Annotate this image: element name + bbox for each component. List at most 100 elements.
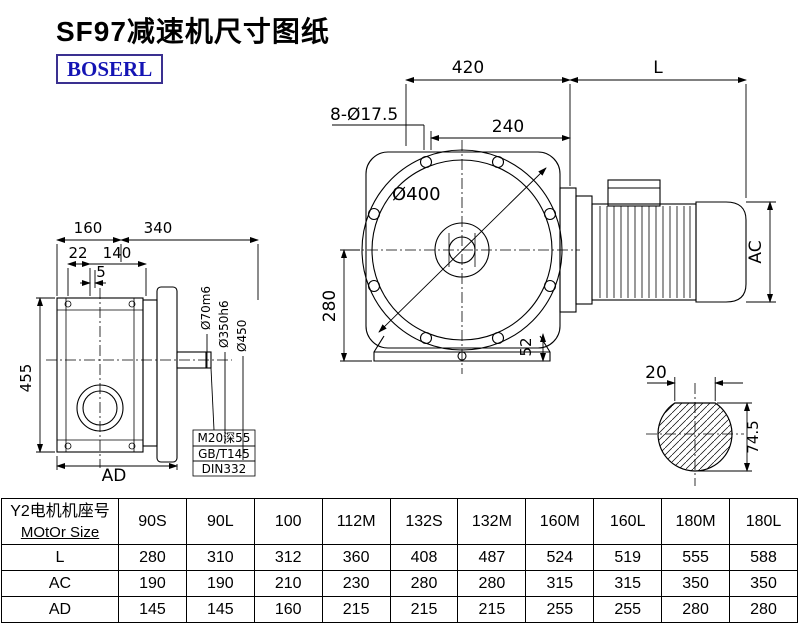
bolt-leader-lines: [332, 124, 432, 150]
table-cell: 160: [253, 596, 323, 623]
dim-L-label: L: [653, 58, 663, 78]
inspection-cover-inner: [82, 390, 118, 426]
table-cell: 312: [253, 544, 323, 571]
table-cell: 190: [118, 570, 187, 597]
dim-455-label: 455: [17, 364, 35, 393]
table-cell: 315: [525, 570, 595, 597]
dia-350-label: Ø350h6: [217, 300, 231, 348]
dim-5-lines: [80, 270, 106, 288]
fan-cover: [695, 201, 747, 303]
diameter-leader: [378, 167, 547, 333]
terminal-box: [607, 179, 661, 207]
hatched-shaft: [657, 402, 733, 472]
motor-fins: [599, 206, 691, 298]
column-header: 132M: [457, 498, 527, 545]
column-header: 112M: [321, 498, 391, 545]
table-cell: 280: [457, 570, 527, 597]
mounting-flange: [156, 286, 178, 463]
table-cell: 350: [661, 570, 731, 597]
table-cell: 280: [661, 596, 731, 623]
dim-20-label: 20: [645, 363, 667, 383]
table-row-AD: AD 145 145 160 215 215 215 255 255 280 2…: [1, 596, 798, 623]
motor-body: [591, 203, 697, 301]
table-cell: 588: [729, 544, 798, 571]
column-header: 90S: [118, 498, 187, 545]
dim-455-lines: [36, 297, 55, 453]
table-cell: 280: [389, 570, 459, 597]
inspection-cover-outer: [76, 384, 124, 432]
table-cell: 255: [593, 596, 663, 623]
dimension-drawing: 420 L 8-Ø17.5 240 Ø400 280 52 AC: [17, 58, 776, 486]
table-cell: 210: [253, 570, 323, 597]
header-cn: Y2电机机座号: [10, 502, 110, 520]
side-dimensions: 160 340 22 140 5 455 AD Ø70m6: [17, 219, 259, 486]
table-cell: 145: [118, 596, 187, 623]
dim-745-lines: [697, 402, 752, 472]
row-label: L: [1, 544, 119, 571]
table-cell: 280: [118, 544, 187, 571]
dim-420-label: 420: [452, 58, 484, 78]
table-header-row: Y2电机机座号 MOtOr Size 90S 90L 100 112M 132S…: [1, 498, 798, 545]
dim-280-label: 280: [320, 290, 340, 322]
dia-400-label: Ø400: [392, 184, 441, 205]
motor-size-header: Y2电机机座号 MOtOr Size: [1, 498, 119, 545]
dim-20-lines: [647, 377, 743, 401]
row-label: AC: [1, 570, 119, 597]
bolt-note-label: 8-Ø17.5: [330, 105, 398, 125]
header-en: MOtOr Size: [20, 523, 100, 541]
page-title: SF97减速机尺寸图纸: [56, 16, 330, 47]
table-cell: 487: [457, 544, 527, 571]
motor-size-table: Y2电机机座号 MOtOr Size 90S 90L 100 112M 132S…: [1, 498, 798, 623]
table-cell: 519: [593, 544, 663, 571]
row-label: AD: [1, 596, 119, 623]
diameter-lines: [206, 334, 244, 460]
dim-5-label: 5: [96, 263, 106, 281]
front-view: [348, 140, 747, 374]
table-cell: 408: [389, 544, 459, 571]
dim-160-label: 160: [74, 219, 103, 237]
motor-assembly: [559, 179, 747, 313]
column-header: 100: [253, 498, 323, 545]
table-cell: 555: [661, 544, 731, 571]
side-view: [46, 286, 232, 468]
table-cell: 255: [525, 596, 595, 623]
table-row-L: L 280 310 312 360 408 487 524 519 555 58…: [1, 544, 798, 571]
note-gb-label: GB/T145: [198, 447, 250, 461]
shaft-end-notes: M20深55 GB/T145 DIN332: [192, 367, 256, 477]
column-header: 180L: [729, 498, 798, 545]
note-m20-label: M20深55: [198, 431, 251, 445]
front-dimensions: 420 L 8-Ø17.5 240 Ø400 280 52 AC: [320, 58, 776, 362]
flange-inner-circle: [371, 159, 553, 341]
dim-280-lines: [340, 249, 372, 362]
table-cell: 360: [321, 544, 391, 571]
dim-745-label: 74.5: [744, 420, 762, 453]
table-cell: 230: [321, 570, 391, 597]
dim-AD-label: AD: [102, 466, 127, 486]
table-cell: 215: [389, 596, 459, 623]
flange-spigot: [142, 299, 158, 447]
note-din-label: DIN332: [202, 462, 247, 476]
table-cell: 310: [185, 544, 255, 571]
shaft-section: 20 74.5: [645, 363, 762, 486]
flange-outer-circle: [361, 149, 563, 351]
column-header: 160M: [525, 498, 595, 545]
dia-70-label: Ø70m6: [199, 286, 213, 330]
dim-AC-lines: [746, 201, 776, 303]
table-cell: 315: [593, 570, 663, 597]
column-header: 160L: [593, 498, 663, 545]
dim-AC-label: AC: [746, 240, 766, 263]
base-hole: [457, 351, 467, 361]
table-row-AC: AC 190 190 210 230 280 280 315 315 350 3…: [1, 570, 798, 597]
table-cell: 215: [457, 596, 527, 623]
boserl-logo: BOSERL: [56, 54, 164, 84]
table-cell: 280: [729, 596, 798, 623]
body-detail-lines: [57, 298, 143, 452]
dim-52-label: 52: [517, 337, 535, 356]
centerlines: [46, 288, 232, 468]
column-header: 90L: [185, 498, 255, 545]
dim-AD-lines: [56, 456, 178, 470]
table-cell: 215: [321, 596, 391, 623]
dim-140-label: 140: [103, 244, 132, 262]
table-cell: 190: [185, 570, 255, 597]
table-cell: 350: [729, 570, 798, 597]
